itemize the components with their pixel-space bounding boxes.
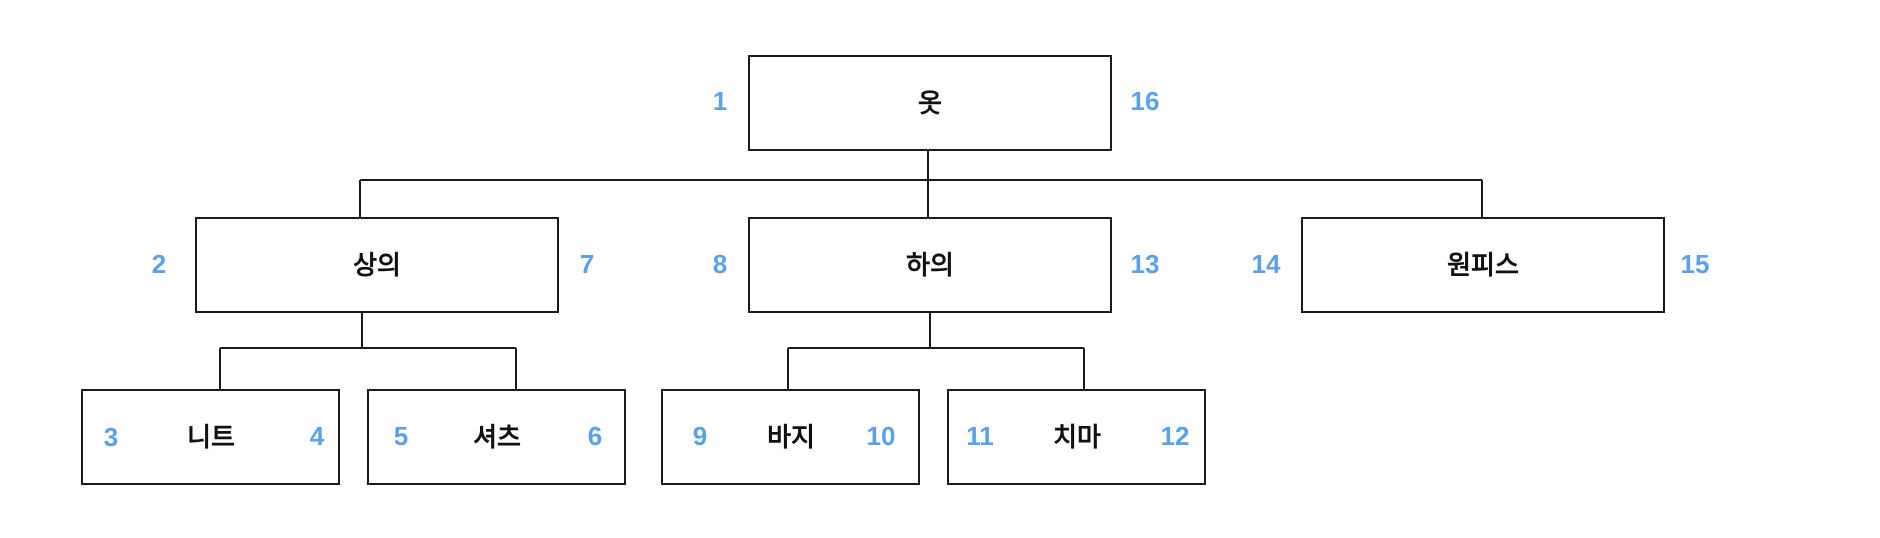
- node-label: 상의: [353, 251, 401, 281]
- node-label: 하의: [906, 251, 954, 281]
- node-box: [748, 55, 1112, 151]
- node-box: [81, 389, 340, 485]
- enter-number: 3: [104, 422, 118, 452]
- node-top: 상의 2 7: [152, 217, 594, 313]
- enter-number: 9: [693, 421, 707, 451]
- enter-number: 11: [966, 421, 994, 451]
- node-pants: 바지 9 10: [661, 389, 920, 485]
- node-label: 니트: [187, 423, 235, 453]
- node-bottom: 하의 8 13: [713, 217, 1160, 313]
- node-box: [367, 389, 626, 485]
- enter-number: 2: [152, 249, 166, 279]
- node-box: [661, 389, 920, 485]
- node-label: 옷: [918, 89, 942, 119]
- node-box: [195, 217, 559, 313]
- node-box: [748, 217, 1112, 313]
- node-label: 원피스: [1447, 251, 1519, 281]
- connector-bottom-children: [787, 312, 1085, 390]
- connector-root-children: [359, 150, 1483, 218]
- node-label: 셔츠: [473, 423, 521, 453]
- node-shirt: 셔츠 5 6: [367, 389, 626, 485]
- enter-number: 14: [1252, 249, 1281, 279]
- exit-number: 6: [588, 421, 602, 451]
- exit-number: 7: [580, 249, 594, 279]
- node-box: [1301, 217, 1665, 313]
- node-root: 옷 1 16: [713, 55, 1160, 151]
- node-box: [947, 389, 1206, 485]
- node-skirt: 치마 11 12: [947, 389, 1206, 485]
- node-dress: 원피스 14 15: [1252, 217, 1710, 313]
- connectors: [219, 150, 1483, 390]
- exit-number: 12: [1161, 421, 1190, 451]
- enter-number: 1: [713, 86, 727, 116]
- exit-number: 13: [1131, 249, 1160, 279]
- node-knit: 니트 3 4: [81, 389, 340, 485]
- enter-number: 8: [713, 249, 727, 279]
- enter-number: 5: [394, 421, 408, 451]
- exit-number: 4: [310, 421, 325, 451]
- exit-number: 10: [867, 421, 896, 451]
- exit-number: 15: [1681, 249, 1710, 279]
- node-label: 바지: [767, 423, 815, 453]
- exit-number: 16: [1131, 86, 1160, 116]
- node-label: 치마: [1053, 423, 1101, 453]
- connector-top-children: [219, 312, 517, 390]
